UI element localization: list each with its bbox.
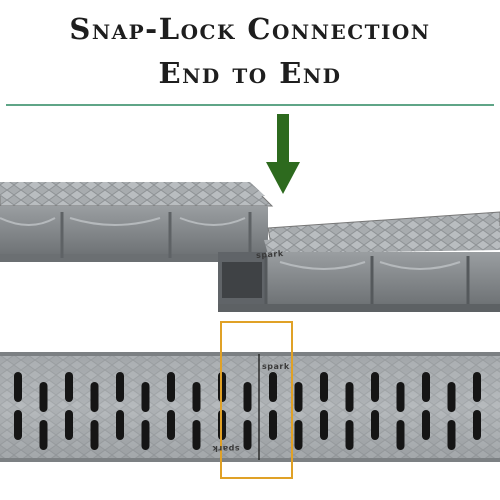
brand-label-channel: spark bbox=[255, 249, 284, 260]
grate-slot bbox=[65, 410, 73, 440]
right-channel-section bbox=[218, 211, 500, 312]
grate-slot bbox=[473, 410, 481, 440]
grate-slot bbox=[116, 410, 124, 440]
grate-slot bbox=[14, 410, 22, 440]
grate-slot bbox=[90, 382, 99, 412]
grate-slot bbox=[320, 372, 328, 402]
grate-slot bbox=[167, 410, 175, 440]
grate-slot bbox=[243, 382, 252, 412]
grate-slot bbox=[65, 372, 73, 402]
heading-line-2: End to End bbox=[158, 56, 342, 90]
grate-slot bbox=[320, 410, 328, 440]
grate-slot bbox=[345, 420, 354, 450]
connection-highlight-frame bbox=[220, 321, 293, 479]
heading-line-1: Snap-Lock Connection bbox=[69, 12, 431, 46]
grate-slot bbox=[269, 410, 277, 440]
grate-slot bbox=[294, 382, 303, 412]
heading-divider bbox=[6, 104, 494, 106]
grate-slot bbox=[243, 420, 252, 450]
grate-slot bbox=[371, 410, 379, 440]
grate-slot bbox=[141, 420, 150, 450]
grate-slot bbox=[345, 382, 354, 412]
brand-label-grate-top: spark bbox=[262, 362, 290, 371]
grate-slot bbox=[192, 420, 201, 450]
grate-slots bbox=[14, 372, 481, 450]
grate-slot bbox=[447, 420, 456, 450]
grate-slot bbox=[396, 382, 405, 412]
grate-slot bbox=[473, 372, 481, 402]
grate-slot bbox=[294, 420, 303, 450]
grate-slot bbox=[422, 372, 430, 402]
left-channel-section bbox=[0, 182, 274, 262]
grate-slot bbox=[371, 372, 379, 402]
grate-slot bbox=[192, 382, 201, 412]
grate-slot bbox=[90, 420, 99, 450]
down-arrow-icon bbox=[266, 114, 300, 194]
grate-slot bbox=[269, 372, 277, 402]
grate-slot bbox=[396, 420, 405, 450]
grate-slot bbox=[141, 382, 150, 412]
brand-label-grate-bottom: spark bbox=[212, 444, 240, 453]
grate-slot bbox=[447, 382, 456, 412]
grate-slot bbox=[422, 410, 430, 440]
grate-slot bbox=[39, 382, 48, 412]
grate-top-view bbox=[0, 352, 500, 462]
grate-slot bbox=[167, 372, 175, 402]
grate-slot bbox=[14, 372, 22, 402]
grate-slot bbox=[116, 372, 124, 402]
grate-slot bbox=[39, 420, 48, 450]
